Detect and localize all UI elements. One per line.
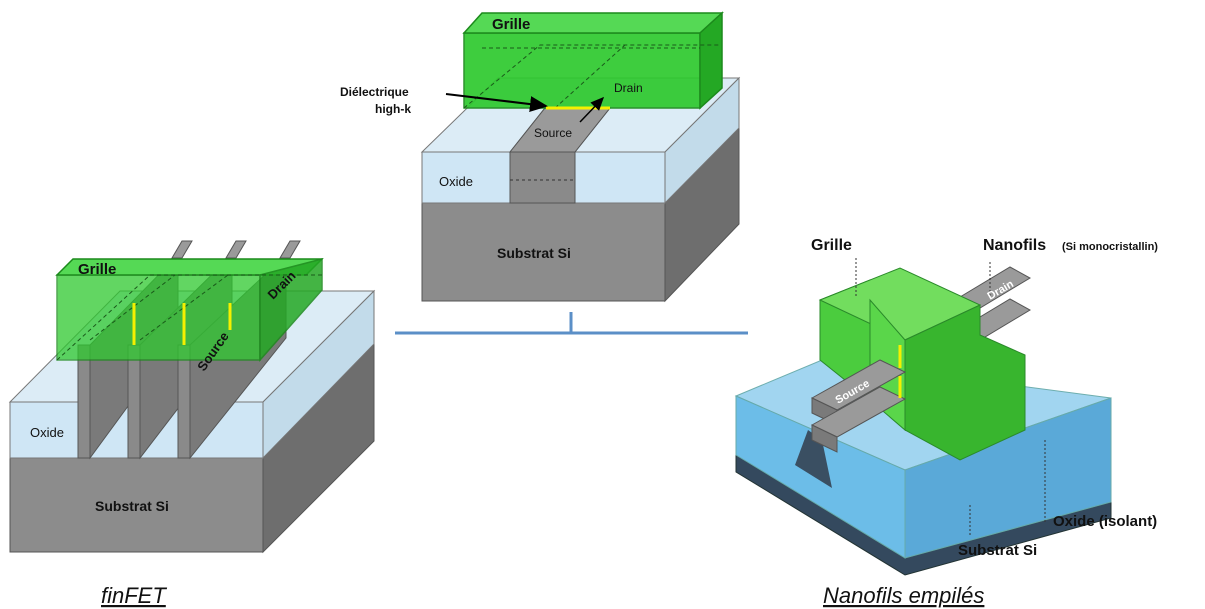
nanowire-oxide-label: Oxide (isolant) bbox=[1053, 513, 1157, 530]
planar-oxide-label: Oxide bbox=[439, 174, 473, 189]
planar-drain-label: Drain bbox=[614, 81, 643, 95]
nanowire-gate-front bbox=[904, 304, 1026, 461]
finfet-grille-label: Grille bbox=[78, 261, 116, 278]
connector-lines bbox=[395, 312, 748, 335]
planar-source-label: Source bbox=[534, 126, 572, 140]
planar-dielectric-label-1: Diélectrique bbox=[340, 85, 409, 99]
finfet-caption: finFET bbox=[101, 583, 167, 608]
planar-substrate-label: Substrat Si bbox=[497, 245, 571, 261]
planar-gate-side bbox=[699, 11, 723, 110]
finfet-gate-side bbox=[259, 258, 323, 362]
nanowire-caption: Nanofils empilés bbox=[823, 583, 984, 608]
planar-dielectric-label-2: high-k bbox=[375, 102, 411, 116]
nanowire-grille-label: Grille bbox=[811, 237, 852, 254]
nanowire-oxide-right bbox=[904, 397, 1112, 559]
finfet-oxide-label: Oxide bbox=[30, 425, 64, 440]
nanowire-nanofils-label: Nanofils bbox=[983, 237, 1046, 254]
planar-grille-label: Grille bbox=[492, 16, 530, 33]
planar-transistor: Grille Drain Source Diélectrique high-k … bbox=[340, 11, 741, 303]
finfet-transistor: Grille Drain Source Oxide Substrat Si fi… bbox=[8, 240, 376, 608]
finfet-fin-3-front bbox=[177, 344, 191, 459]
planar-oxide-front-right bbox=[574, 151, 666, 204]
nanowire-transistor: Grille Nanofils (Si monocristallin) Drai… bbox=[734, 237, 1158, 608]
finfet-fin-2-front bbox=[127, 344, 141, 459]
finfet-fin-1-front bbox=[77, 344, 91, 459]
nanowire-substrate-label: Substrat Si bbox=[958, 542, 1037, 559]
planar-gate-front bbox=[463, 32, 701, 109]
nanowire-nanofils-note: (Si monocristallin) bbox=[1062, 241, 1158, 253]
finfet-substrate-label: Substrat Si bbox=[95, 498, 169, 514]
